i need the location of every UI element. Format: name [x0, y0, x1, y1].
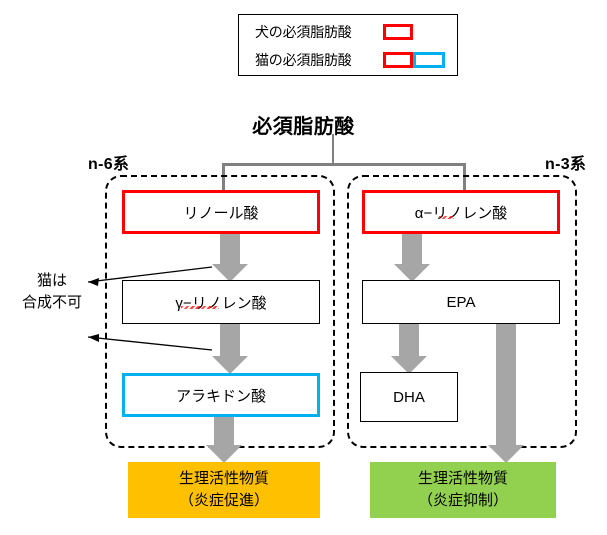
group-label-n3: n-3系	[545, 156, 587, 173]
node-alpha-linolenic-acid: α−リノレン酸	[362, 190, 560, 234]
node-dha: DHA	[360, 372, 458, 422]
legend-swatch-red-cat	[383, 52, 413, 68]
legend-row-dog: 犬の必須脂肪酸	[239, 19, 457, 45]
arrow-epa-to-anti-inflammatory	[488, 324, 524, 463]
result-anti-inflammatory-line1: 生理活性物質	[417, 470, 508, 488]
result-anti-inflammatory-line2: （炎症抑制）	[417, 492, 508, 509]
result-pro-inflammatory-line2: （炎症促進）	[178, 492, 269, 509]
connector-branch-left	[222, 163, 225, 191]
legend-label-dog: 犬の必須脂肪酸	[255, 24, 352, 40]
node-gamma-linolenic-acid: γ−リノレン酸	[122, 280, 320, 324]
arrow-gamma-to-arachidonic	[212, 324, 248, 374]
legend-swatch-blue-cat	[413, 52, 445, 68]
legend-row-cat: 猫の必須脂肪酸	[239, 47, 457, 73]
annotation-leader-lines	[87, 266, 213, 351]
node-gamma-linolenic-acid-label: γ−リノレン酸	[175, 292, 266, 313]
node-linoleic-acid-label: リノール酸	[183, 204, 259, 222]
arrow-linoleic-to-gamma	[212, 234, 248, 282]
legend-label-cat: 猫の必須脂肪酸	[255, 52, 352, 68]
leader-arrowhead-arachidonic	[88, 334, 99, 342]
result-pro-inflammatory-line1: 生理活性物質	[178, 470, 269, 488]
connector-branch-right	[463, 163, 466, 191]
node-alpha-linolenic-acid-label: α−リノレン酸	[415, 202, 507, 223]
legend-box: 犬の必須脂肪酸 猫の必須脂肪酸	[238, 14, 458, 76]
result-pro-inflammatory: 生理活性物質 （炎症促進）	[128, 462, 320, 518]
node-epa-label: EPA	[446, 293, 476, 311]
group-label-n6: n-6系	[88, 156, 130, 173]
legend-swatch-red-dog	[383, 24, 413, 40]
connector-bar	[223, 163, 466, 166]
annotation-line1: 猫は	[36, 272, 67, 289]
arrow-epa-to-dha	[391, 324, 427, 374]
diagram-title: 必須脂肪酸	[252, 116, 355, 138]
annotation-line2: 合成不可	[21, 293, 82, 311]
leader-line-gamma	[87, 266, 213, 283]
node-dha-label: DHA	[393, 388, 425, 406]
leader-line-arachidonic	[87, 336, 213, 351]
node-arachidonic-acid-label: アラキドン酸	[175, 387, 266, 405]
group-container-n3	[347, 175, 577, 448]
arrow-arachidonic-to-pro-inflammatory	[206, 417, 242, 463]
node-arachidonic-acid: アラキドン酸	[122, 373, 320, 417]
arrow-alpha-to-epa	[394, 234, 430, 282]
result-anti-inflammatory: 生理活性物質 （炎症抑制）	[370, 462, 556, 518]
node-linoleic-acid: リノール酸	[122, 190, 320, 234]
annotation-cat-cannot-synthesize: 猫は 合成不可	[4, 270, 100, 314]
leader-arrowhead-gamma	[88, 278, 99, 286]
node-epa: EPA	[362, 280, 560, 324]
connector-stem	[332, 134, 334, 164]
